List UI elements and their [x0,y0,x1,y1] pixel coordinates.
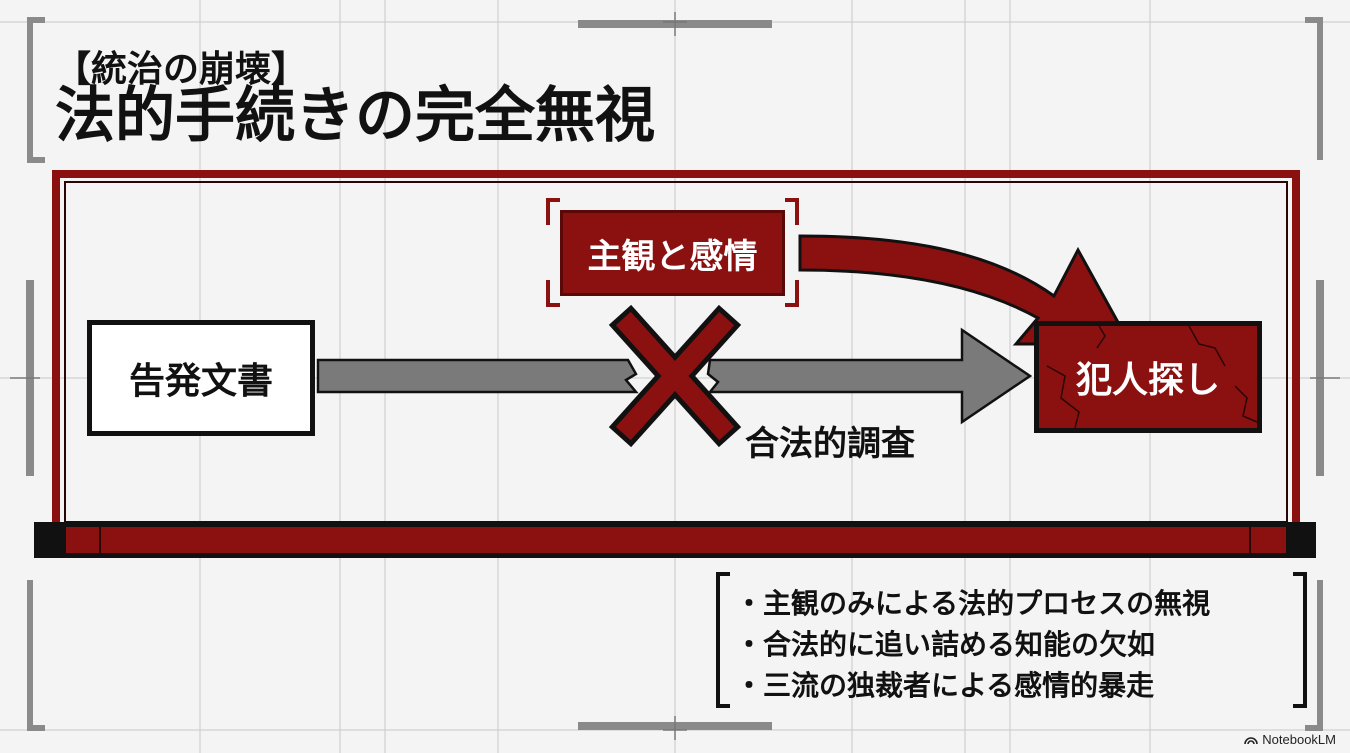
section-subtitle: 【統治の崩壊】 [55,49,308,90]
list-item: ・三流の独裁者による感情的暴走 [735,669,1155,702]
list-item: ・合法的に追い詰める知能の欠如 [735,628,1156,661]
culprit-hunt-node: 犯人探し [1034,321,1262,433]
brand-badge: NotebookLM [1244,732,1336,747]
notebooklm-logo-icon [1244,736,1259,744]
legal-investigation-label: 合法的調査 [745,424,915,464]
list-item: ・主観のみによる法的プロセスの無視 [735,587,1211,620]
emotion-node: 主観と感情 [560,210,785,296]
block-cross-icon [608,304,742,448]
culprit-hunt-label: 犯人探し [1075,360,1220,401]
brand-label: NotebookLM [1262,732,1336,747]
notes-list: ・主観のみによる法的プロセスの無視 ・合法的に追い詰める知能の欠如 ・三流の独裁… [735,583,1295,706]
crack-texture [1046,326,1257,428]
page-title: 法的手続きの完全無視 [55,81,655,151]
legal-path-arrow-left [316,358,639,394]
source-document-node: 告発文書 [87,320,315,436]
legal-path-arrow-right [706,327,1033,425]
